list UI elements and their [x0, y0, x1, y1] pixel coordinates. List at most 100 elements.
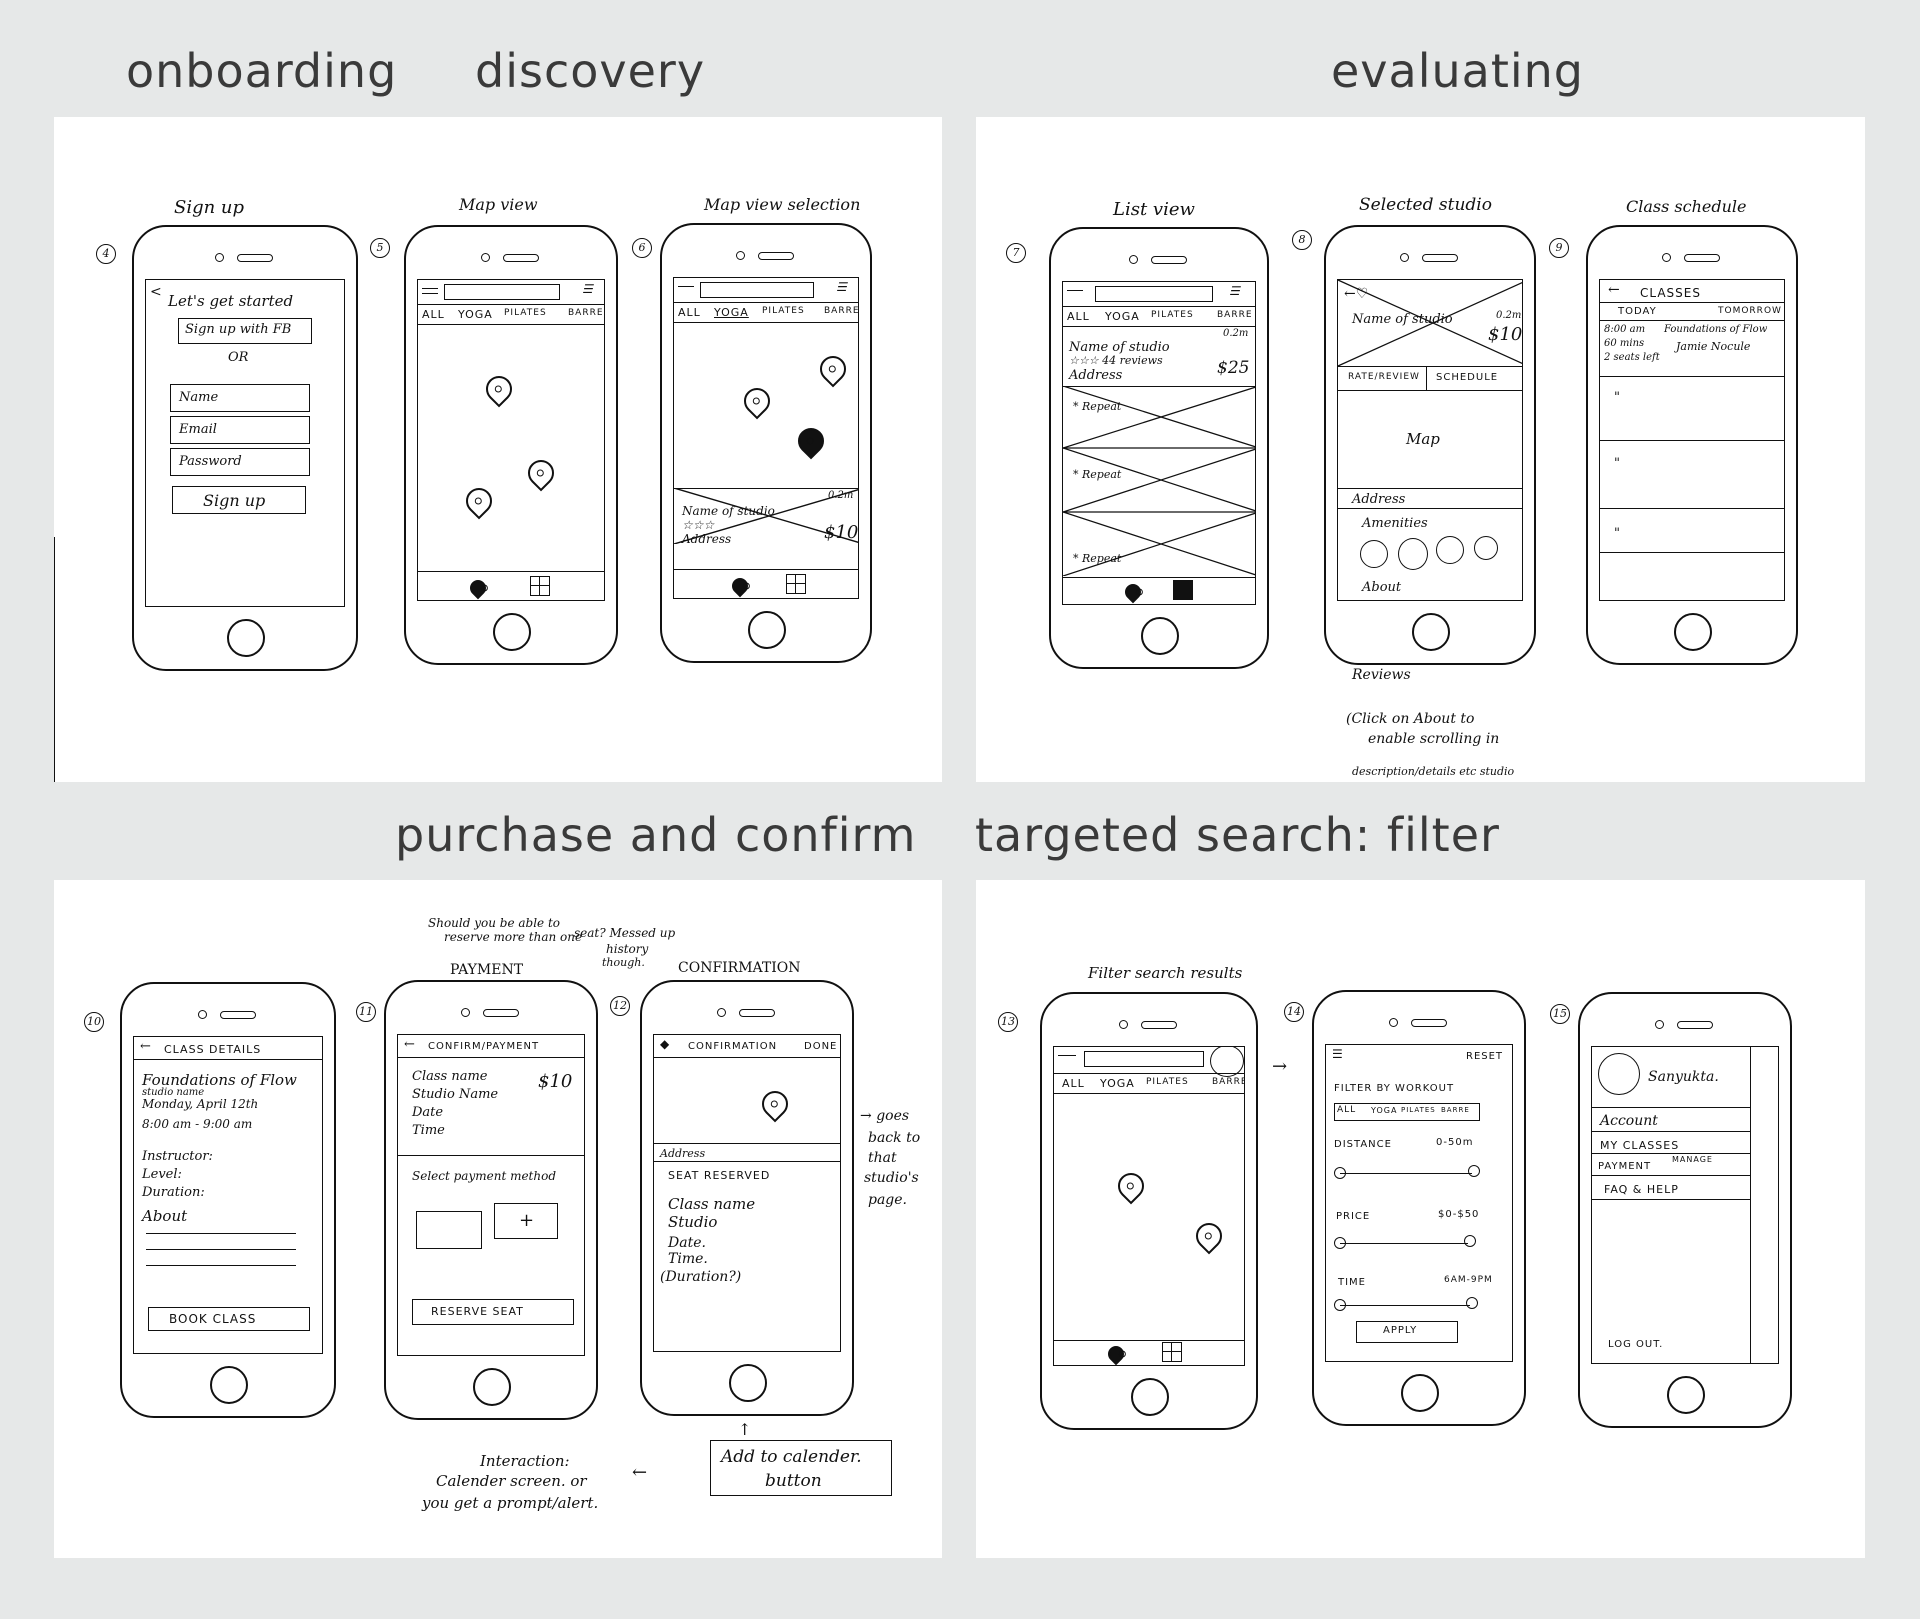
menu-icon[interactable]	[422, 288, 438, 289]
menu-icon[interactable]	[1067, 290, 1083, 291]
back-icon[interactable]: ←	[404, 1037, 415, 1052]
tab-yoga[interactable]: YOGA	[714, 306, 749, 319]
password-field[interactable]: Password	[170, 448, 310, 476]
menu-item-faq-help[interactable]: FAQ & HELP	[1604, 1183, 1679, 1196]
reserve-seat-label: RESERVE SEAT	[431, 1305, 524, 1318]
apply-button[interactable]: APPLY	[1356, 1321, 1458, 1343]
search-input[interactable]	[700, 282, 814, 298]
tab-barre[interactable]: BARRE	[824, 306, 859, 316]
tab-barre[interactable]: BARRE	[1217, 310, 1253, 320]
slider-handle[interactable]	[1468, 1165, 1480, 1177]
menu-icon[interactable]	[678, 286, 694, 287]
grid-nav-icon[interactable]	[1162, 1342, 1182, 1362]
map-nav-icon[interactable]	[728, 574, 752, 598]
tab-tomorrow[interactable]: TOMORROW	[1718, 306, 1782, 316]
menu-item-log-out[interactable]: LOG OUT.	[1608, 1339, 1664, 1350]
tab-barre[interactable]: BARRE	[568, 308, 604, 318]
time-slider[interactable]	[1340, 1305, 1470, 1306]
sign-up-button[interactable]: Sign up	[172, 486, 306, 514]
class-time: Time	[412, 1123, 445, 1138]
slider-handle[interactable]	[1334, 1299, 1346, 1311]
tab-yoga[interactable]: YOGA	[1100, 1077, 1135, 1090]
chip-all[interactable]: ALL	[1337, 1105, 1357, 1115]
back-icon[interactable]: ←	[1608, 282, 1620, 298]
tab-pilates[interactable]: PILATES	[762, 306, 805, 316]
payment-card-option[interactable]	[416, 1211, 482, 1249]
menu-icon[interactable]	[1058, 1055, 1076, 1056]
tab-today[interactable]: TODAY	[1618, 306, 1657, 317]
chip-yoga[interactable]: YOGA	[1371, 1106, 1398, 1115]
done-button[interactable]: DONE	[804, 1041, 838, 1052]
chip-pilates[interactable]: PILATES	[1401, 1106, 1436, 1114]
filter-icon[interactable]: ☰	[582, 282, 593, 296]
search-input[interactable]	[1084, 1051, 1204, 1067]
filter-icon[interactable]	[1210, 1047, 1244, 1077]
selected-map-pin-icon[interactable]	[792, 422, 830, 460]
phone-camera	[198, 1010, 258, 1020]
add-payment-button[interactable]: +	[494, 1203, 558, 1239]
search-input[interactable]	[1095, 286, 1213, 302]
map-placeholder[interactable]: Map	[1406, 430, 1440, 448]
reserve-seat-button[interactable]: RESERVE SEAT	[412, 1299, 574, 1325]
tab-all[interactable]: ALL	[1062, 1077, 1085, 1090]
studio-name: Studio Name	[412, 1087, 499, 1102]
tab-rate-review[interactable]: RATE/REVIEW	[1348, 372, 1420, 382]
chip-barre[interactable]: BARRE	[1441, 1106, 1470, 1114]
grid-nav-icon[interactable]	[1173, 580, 1193, 600]
map-pin-icon[interactable]	[480, 370, 518, 408]
price-slider[interactable]	[1340, 1243, 1468, 1244]
slider-handle[interactable]	[1334, 1237, 1346, 1249]
reset-button[interactable]: RESET	[1466, 1051, 1504, 1062]
tab-all[interactable]: ALL	[678, 306, 701, 319]
back-icon[interactable]: <	[150, 284, 162, 300]
tab-pilates[interactable]: PILATES	[504, 308, 547, 318]
grid-nav-icon[interactable]	[786, 574, 806, 594]
slider-handle[interactable]	[1334, 1167, 1346, 1179]
price: $10	[538, 1071, 573, 1092]
price: $10	[824, 522, 859, 543]
tab-schedule[interactable]: SCHEDULE	[1436, 372, 1499, 383]
filter-icon[interactable]: ☰	[1332, 1047, 1343, 1061]
tab-all[interactable]: ALL	[422, 308, 445, 321]
fb-signup-button[interactable]: Sign up with FB	[178, 318, 312, 344]
map-pin-icon[interactable]	[738, 382, 776, 420]
avatar[interactable]	[1598, 1053, 1640, 1095]
name-field[interactable]: Name	[170, 384, 310, 412]
map-pin-icon[interactable]	[522, 454, 560, 492]
book-class-button[interactable]: BOOK CLASS	[148, 1307, 310, 1331]
home-button	[1401, 1374, 1439, 1412]
divider	[418, 304, 604, 305]
map-pin-icon[interactable]	[460, 482, 498, 520]
back-icon[interactable]: ◆	[660, 1037, 670, 1051]
tab-all[interactable]: ALL	[1067, 310, 1090, 323]
slider-handle[interactable]	[1466, 1297, 1478, 1309]
menu-item-account[interactable]: Account	[1600, 1113, 1658, 1129]
menu-item-payment[interactable]: PAYMENT	[1598, 1161, 1652, 1172]
map-pin-icon[interactable]	[814, 350, 852, 388]
phone-camera	[1655, 1020, 1715, 1030]
phone-filter-panel: ☰ RESET FILTER BY WORKOUT ALL YOGA PILAT…	[1312, 990, 1526, 1426]
tab-pilates[interactable]: PILATES	[1151, 310, 1194, 320]
home-button	[227, 619, 265, 657]
menu-item-my-classes[interactable]: MY CLASSES	[1600, 1139, 1680, 1152]
map-pin-icon[interactable]	[1190, 1217, 1228, 1255]
slider-handle[interactable]	[1464, 1235, 1476, 1247]
map-nav-icon[interactable]	[1121, 580, 1145, 604]
back-icon[interactable]: ←	[140, 1039, 151, 1054]
map-nav-icon[interactable]	[1104, 1342, 1128, 1365]
tab-yoga[interactable]: YOGA	[458, 308, 493, 321]
search-input[interactable]	[444, 284, 560, 300]
email-field[interactable]: Email	[170, 416, 310, 444]
divider	[1063, 386, 1255, 387]
tab-barre[interactable]: BARRE	[1212, 1077, 1245, 1087]
distance-slider[interactable]	[1340, 1173, 1472, 1174]
filter-icon[interactable]: ☰	[836, 280, 847, 294]
tab-yoga[interactable]: YOGA	[1105, 310, 1140, 323]
map-pin-icon[interactable]	[1112, 1167, 1150, 1205]
filter-icon[interactable]: ☰	[1229, 284, 1240, 298]
map-nav-icon[interactable]	[466, 576, 490, 600]
tab-pilates[interactable]: PILATES	[1146, 1077, 1189, 1087]
about-label[interactable]: About	[1362, 580, 1402, 595]
grid-nav-icon[interactable]	[530, 576, 550, 596]
back-icon[interactable]: ←♡	[1344, 286, 1369, 302]
